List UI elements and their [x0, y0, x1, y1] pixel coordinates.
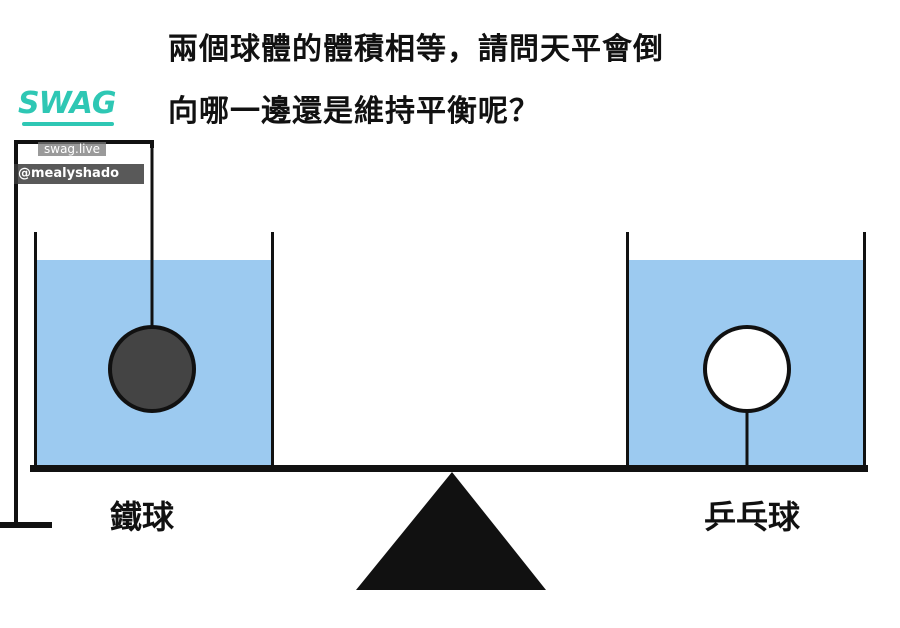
- swag-logo-underline: [22, 122, 114, 126]
- watermark-handle: @mealyshado: [14, 164, 144, 184]
- iron-ball: [108, 325, 196, 413]
- left-beaker-wall-right: [271, 232, 274, 468]
- question-line-2: 向哪一邊還是維持平衡呢？: [168, 94, 540, 129]
- right-beaker-wall-right: [863, 232, 866, 468]
- pingpong-ball-label: 乒乓球: [704, 498, 801, 536]
- stand-base: [0, 522, 52, 528]
- balance-beam: [30, 465, 868, 472]
- stand-pole: [14, 140, 18, 528]
- swag-logo: SWAG: [18, 86, 116, 121]
- iron-ball-label: 鐵球: [110, 498, 175, 536]
- right-beaker-wall-left: [626, 232, 629, 468]
- question-line-1: 兩個球體的體積相等，請問天平會倒: [168, 32, 664, 67]
- left-beaker-wall-left: [34, 232, 37, 468]
- watermark-site: swag.live: [38, 142, 107, 156]
- pingpong-ball: [703, 325, 791, 413]
- fulcrum: [356, 472, 546, 590]
